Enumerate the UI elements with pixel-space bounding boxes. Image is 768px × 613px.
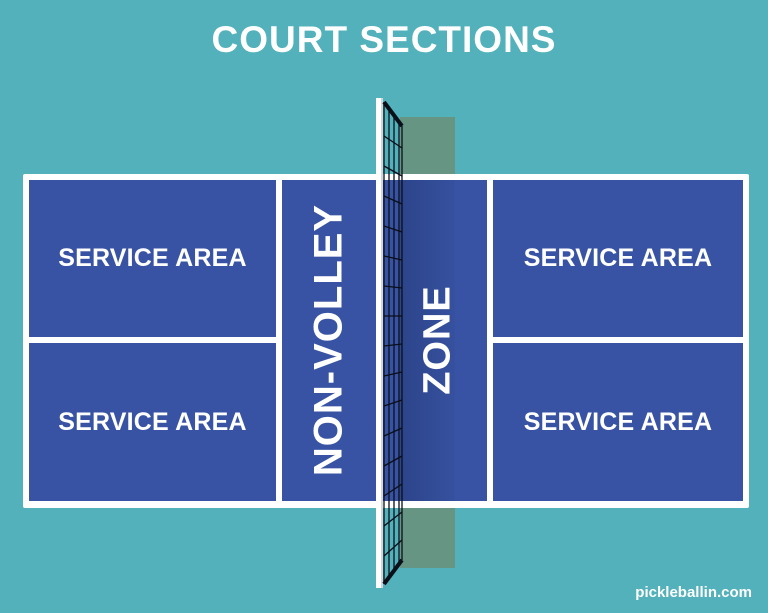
right-top-service-area: SERVICE AREA [493, 180, 743, 337]
net-shadow-top [400, 117, 455, 177]
zone-label: ZONE [416, 285, 459, 395]
left-bottom-service-area: SERVICE AREA [29, 343, 276, 501]
left-non-volley-zone [282, 180, 377, 501]
net-icon [376, 98, 404, 588]
page-title: COURT SECTIONS [211, 19, 557, 60]
net-shadow-on-court [400, 180, 455, 501]
service-area-label: SERVICE AREA [523, 407, 713, 436]
service-area-label: SERVICE AREA [523, 244, 713, 272]
service-area-label: SERVICE AREA [58, 244, 247, 272]
right-bottom-service-area: SERVICE AREA [493, 343, 743, 501]
net-shadow-bottom [400, 507, 455, 568]
service-area-label: SERVICE AREA [58, 407, 247, 436]
left-top-service-area: SERVICE AREA [29, 180, 276, 337]
site-watermark: pickleballin.com [635, 584, 752, 601]
non-volley-label: NON-VOLLEY [306, 203, 351, 477]
